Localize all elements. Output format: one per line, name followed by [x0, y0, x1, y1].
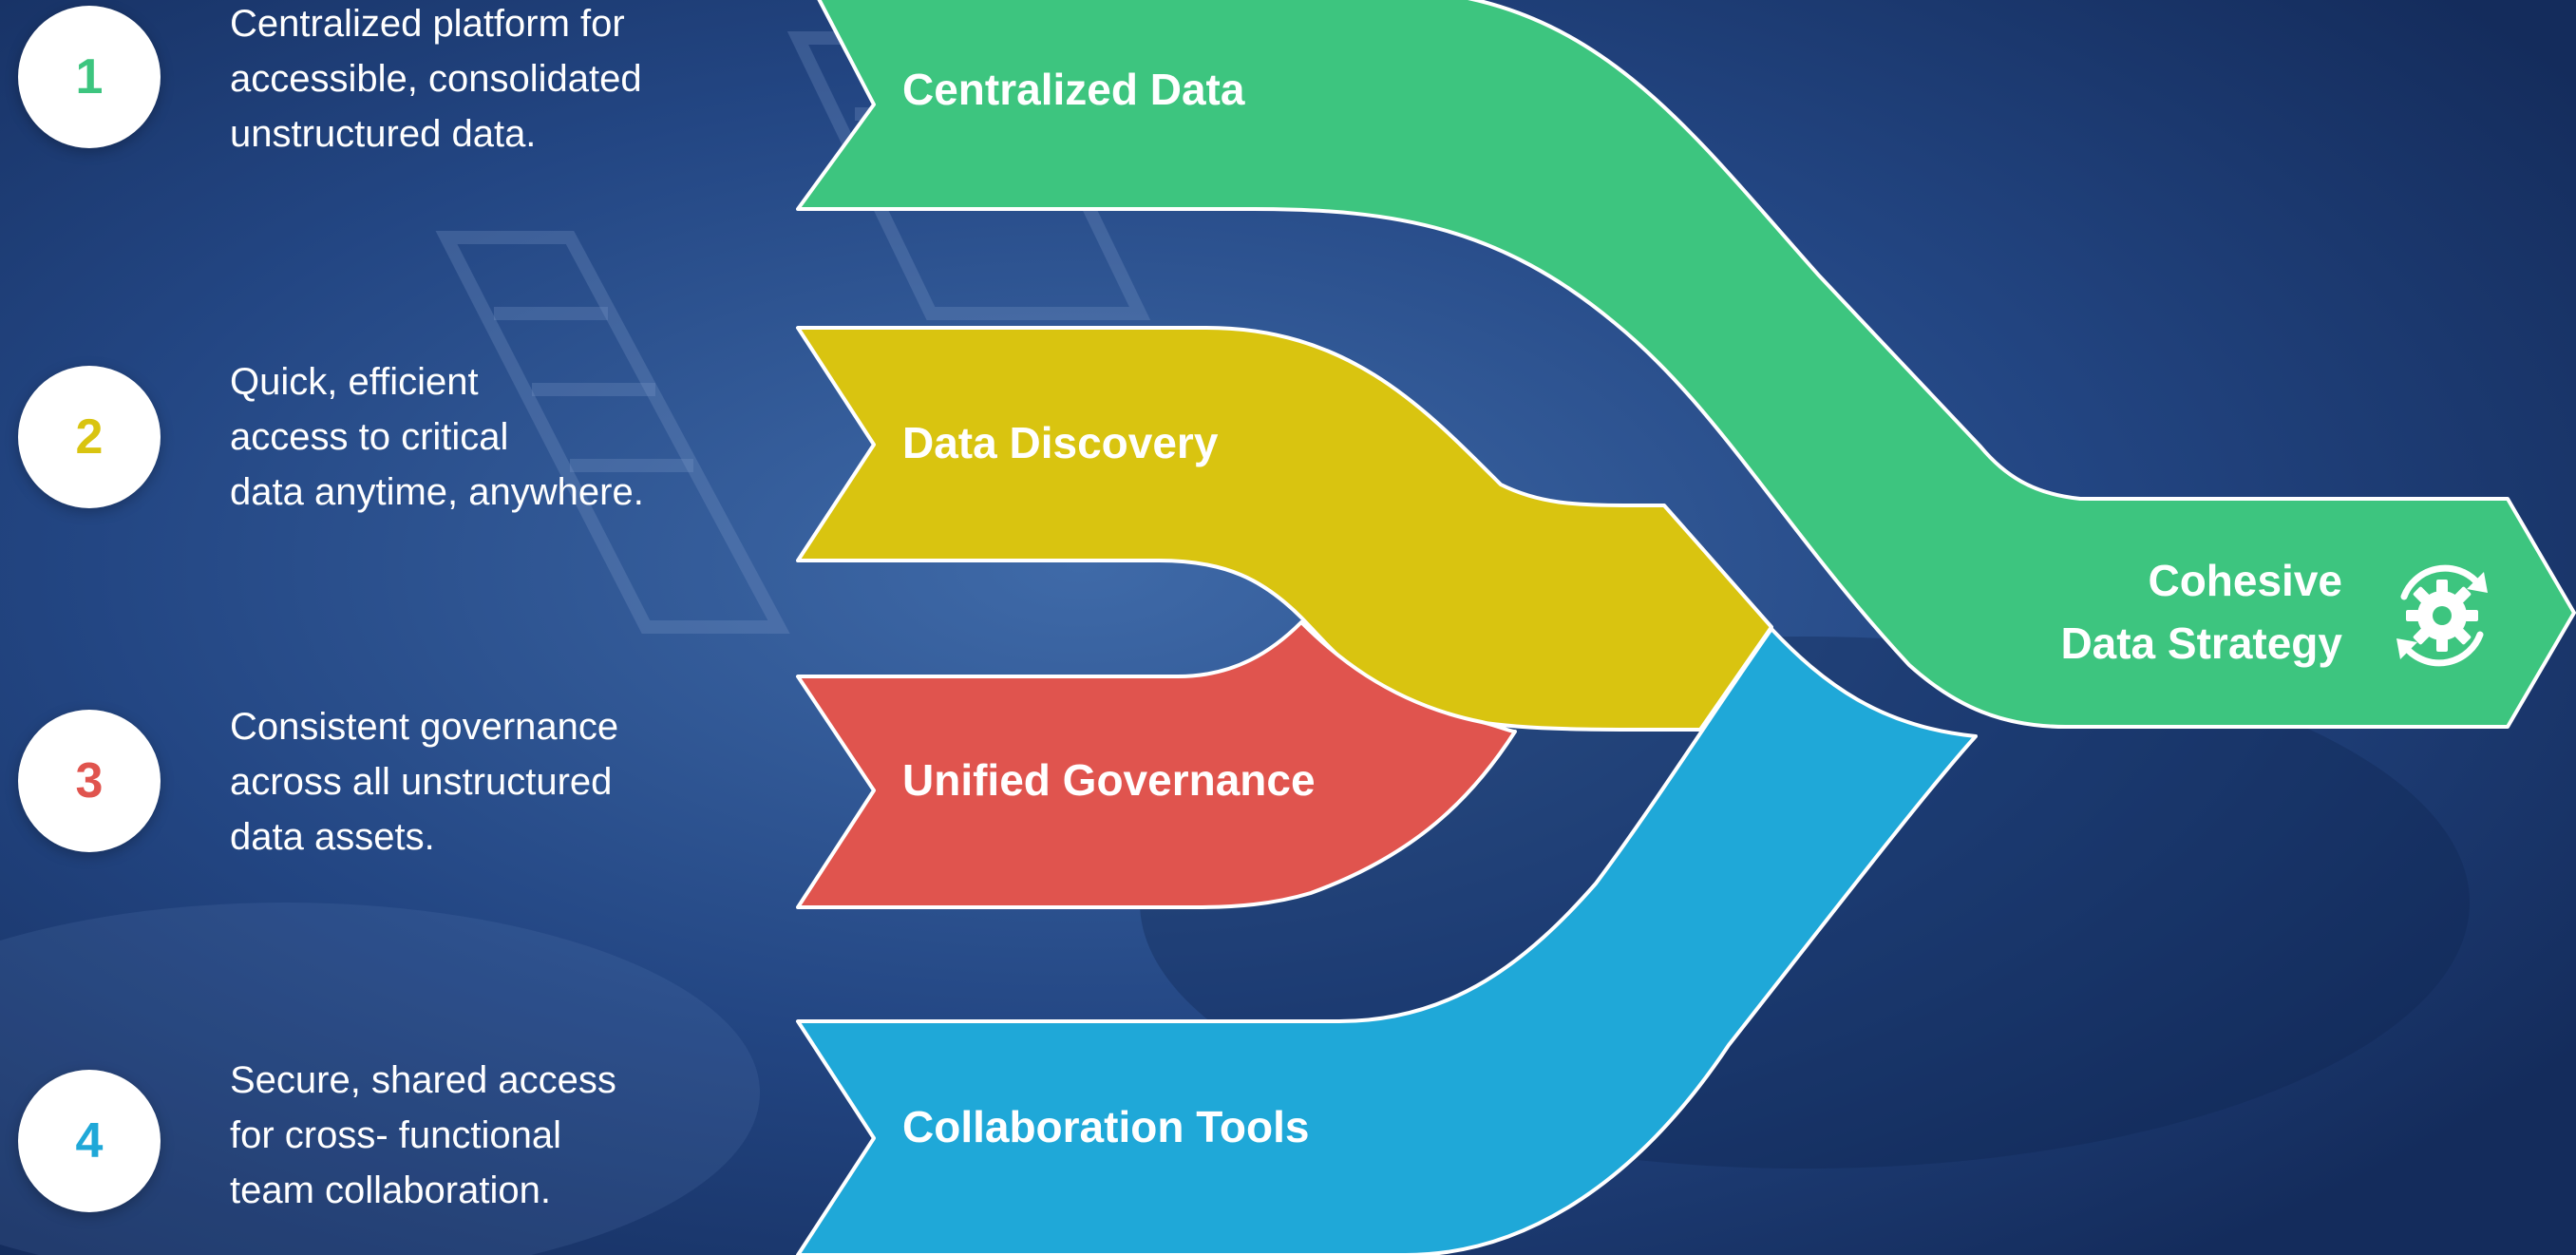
label-data-discovery: Data Discovery	[902, 418, 1219, 467]
step-3-desc-line: Consistent governance	[230, 706, 619, 748]
step-4-desc-line: for cross- functional	[230, 1114, 562, 1156]
step-3-number: 3	[75, 753, 104, 808]
band-collaboration-tools	[796, 627, 1978, 1255]
result-label: Cohesive Data Strategy	[2060, 549, 2342, 675]
result-line-1: Cohesive	[2148, 556, 2342, 605]
label-centralized-data: Centralized Data	[902, 65, 1245, 114]
step-2-number: 2	[75, 409, 104, 465]
step-2-desc-line: access to critical	[230, 416, 509, 458]
step-3-description: Consistent governance across all unstruc…	[230, 699, 686, 865]
step-3-desc-line: across all unstructured	[230, 761, 613, 803]
label-unified-governance: Unified Governance	[902, 755, 1316, 805]
step-4-desc-line: team collaboration.	[230, 1169, 551, 1211]
step-1-number: 1	[75, 49, 104, 105]
step-1-desc-line: unstructured data.	[230, 113, 537, 155]
band-centralized-data	[796, 0, 2576, 729]
step-4-desc-line: Secure, shared access	[230, 1059, 616, 1101]
result-line-2: Data Strategy	[2060, 618, 2342, 668]
label-collaboration-tools: Collaboration Tools	[902, 1102, 1310, 1151]
step-1-desc-line: Centralized platform for	[230, 3, 625, 45]
band-unified-governance	[796, 620, 1517, 909]
step-3-desc-line: data assets.	[230, 816, 435, 858]
step-2-desc-line: Quick, efficient	[230, 361, 479, 403]
step-1-description: Centralized platform for accessible, con…	[230, 0, 686, 162]
step-2-desc-line: data anytime, anywhere.	[230, 471, 644, 513]
step-3-circle: 3	[18, 710, 161, 852]
step-2-circle: 2	[18, 366, 161, 508]
step-2-description: Quick, efficient access to critical data…	[230, 354, 686, 520]
step-4-circle: 4	[18, 1070, 161, 1212]
step-4-number: 4	[75, 1113, 104, 1169]
step-4-description: Secure, shared access for cross- functio…	[230, 1053, 686, 1218]
step-1-circle: 1	[18, 6, 161, 148]
band-data-discovery	[796, 326, 1773, 732]
step-1-desc-line: accessible, consolidated	[230, 58, 642, 100]
gear-cycle-icon	[2396, 564, 2488, 667]
